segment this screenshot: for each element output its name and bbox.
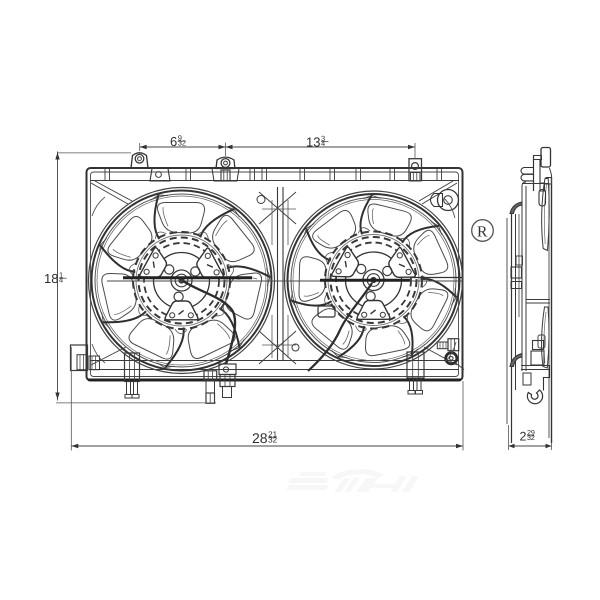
svg-text:3: 3	[321, 134, 325, 143]
svg-text:R: R	[477, 223, 488, 240]
svg-text:32: 32	[268, 436, 278, 445]
svg-text:4: 4	[59, 276, 63, 285]
svg-text:6: 6	[170, 134, 177, 149]
svg-text:29: 29	[527, 428, 535, 437]
svg-text:9: 9	[178, 134, 182, 143]
svg-text:21: 21	[268, 430, 278, 439]
svg-text:2: 2	[520, 430, 527, 444]
svg-text:4: 4	[321, 139, 325, 148]
svg-text:18: 18	[44, 271, 58, 286]
svg-text:13: 13	[306, 135, 320, 150]
svg-text:1: 1	[59, 271, 63, 280]
svg-text:28: 28	[252, 430, 268, 446]
svg-text:32: 32	[527, 433, 535, 442]
svg-text:32: 32	[178, 139, 186, 148]
